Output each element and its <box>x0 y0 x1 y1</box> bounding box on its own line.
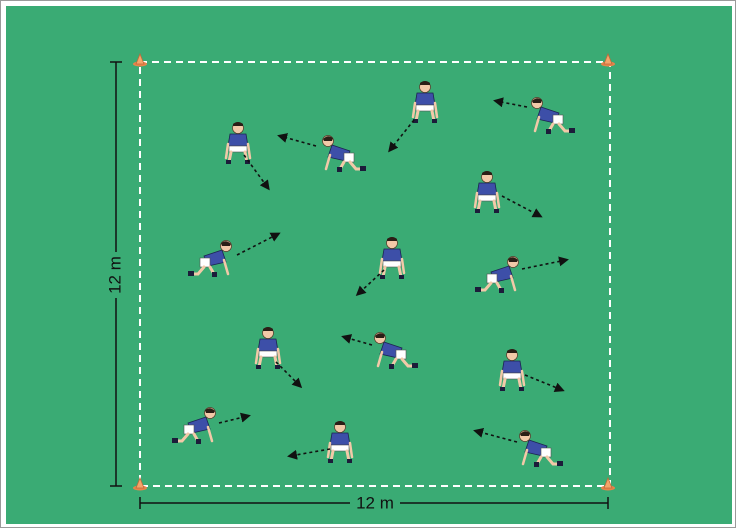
width-label: 12 m <box>356 493 394 512</box>
height-label: 12 m <box>105 256 124 294</box>
